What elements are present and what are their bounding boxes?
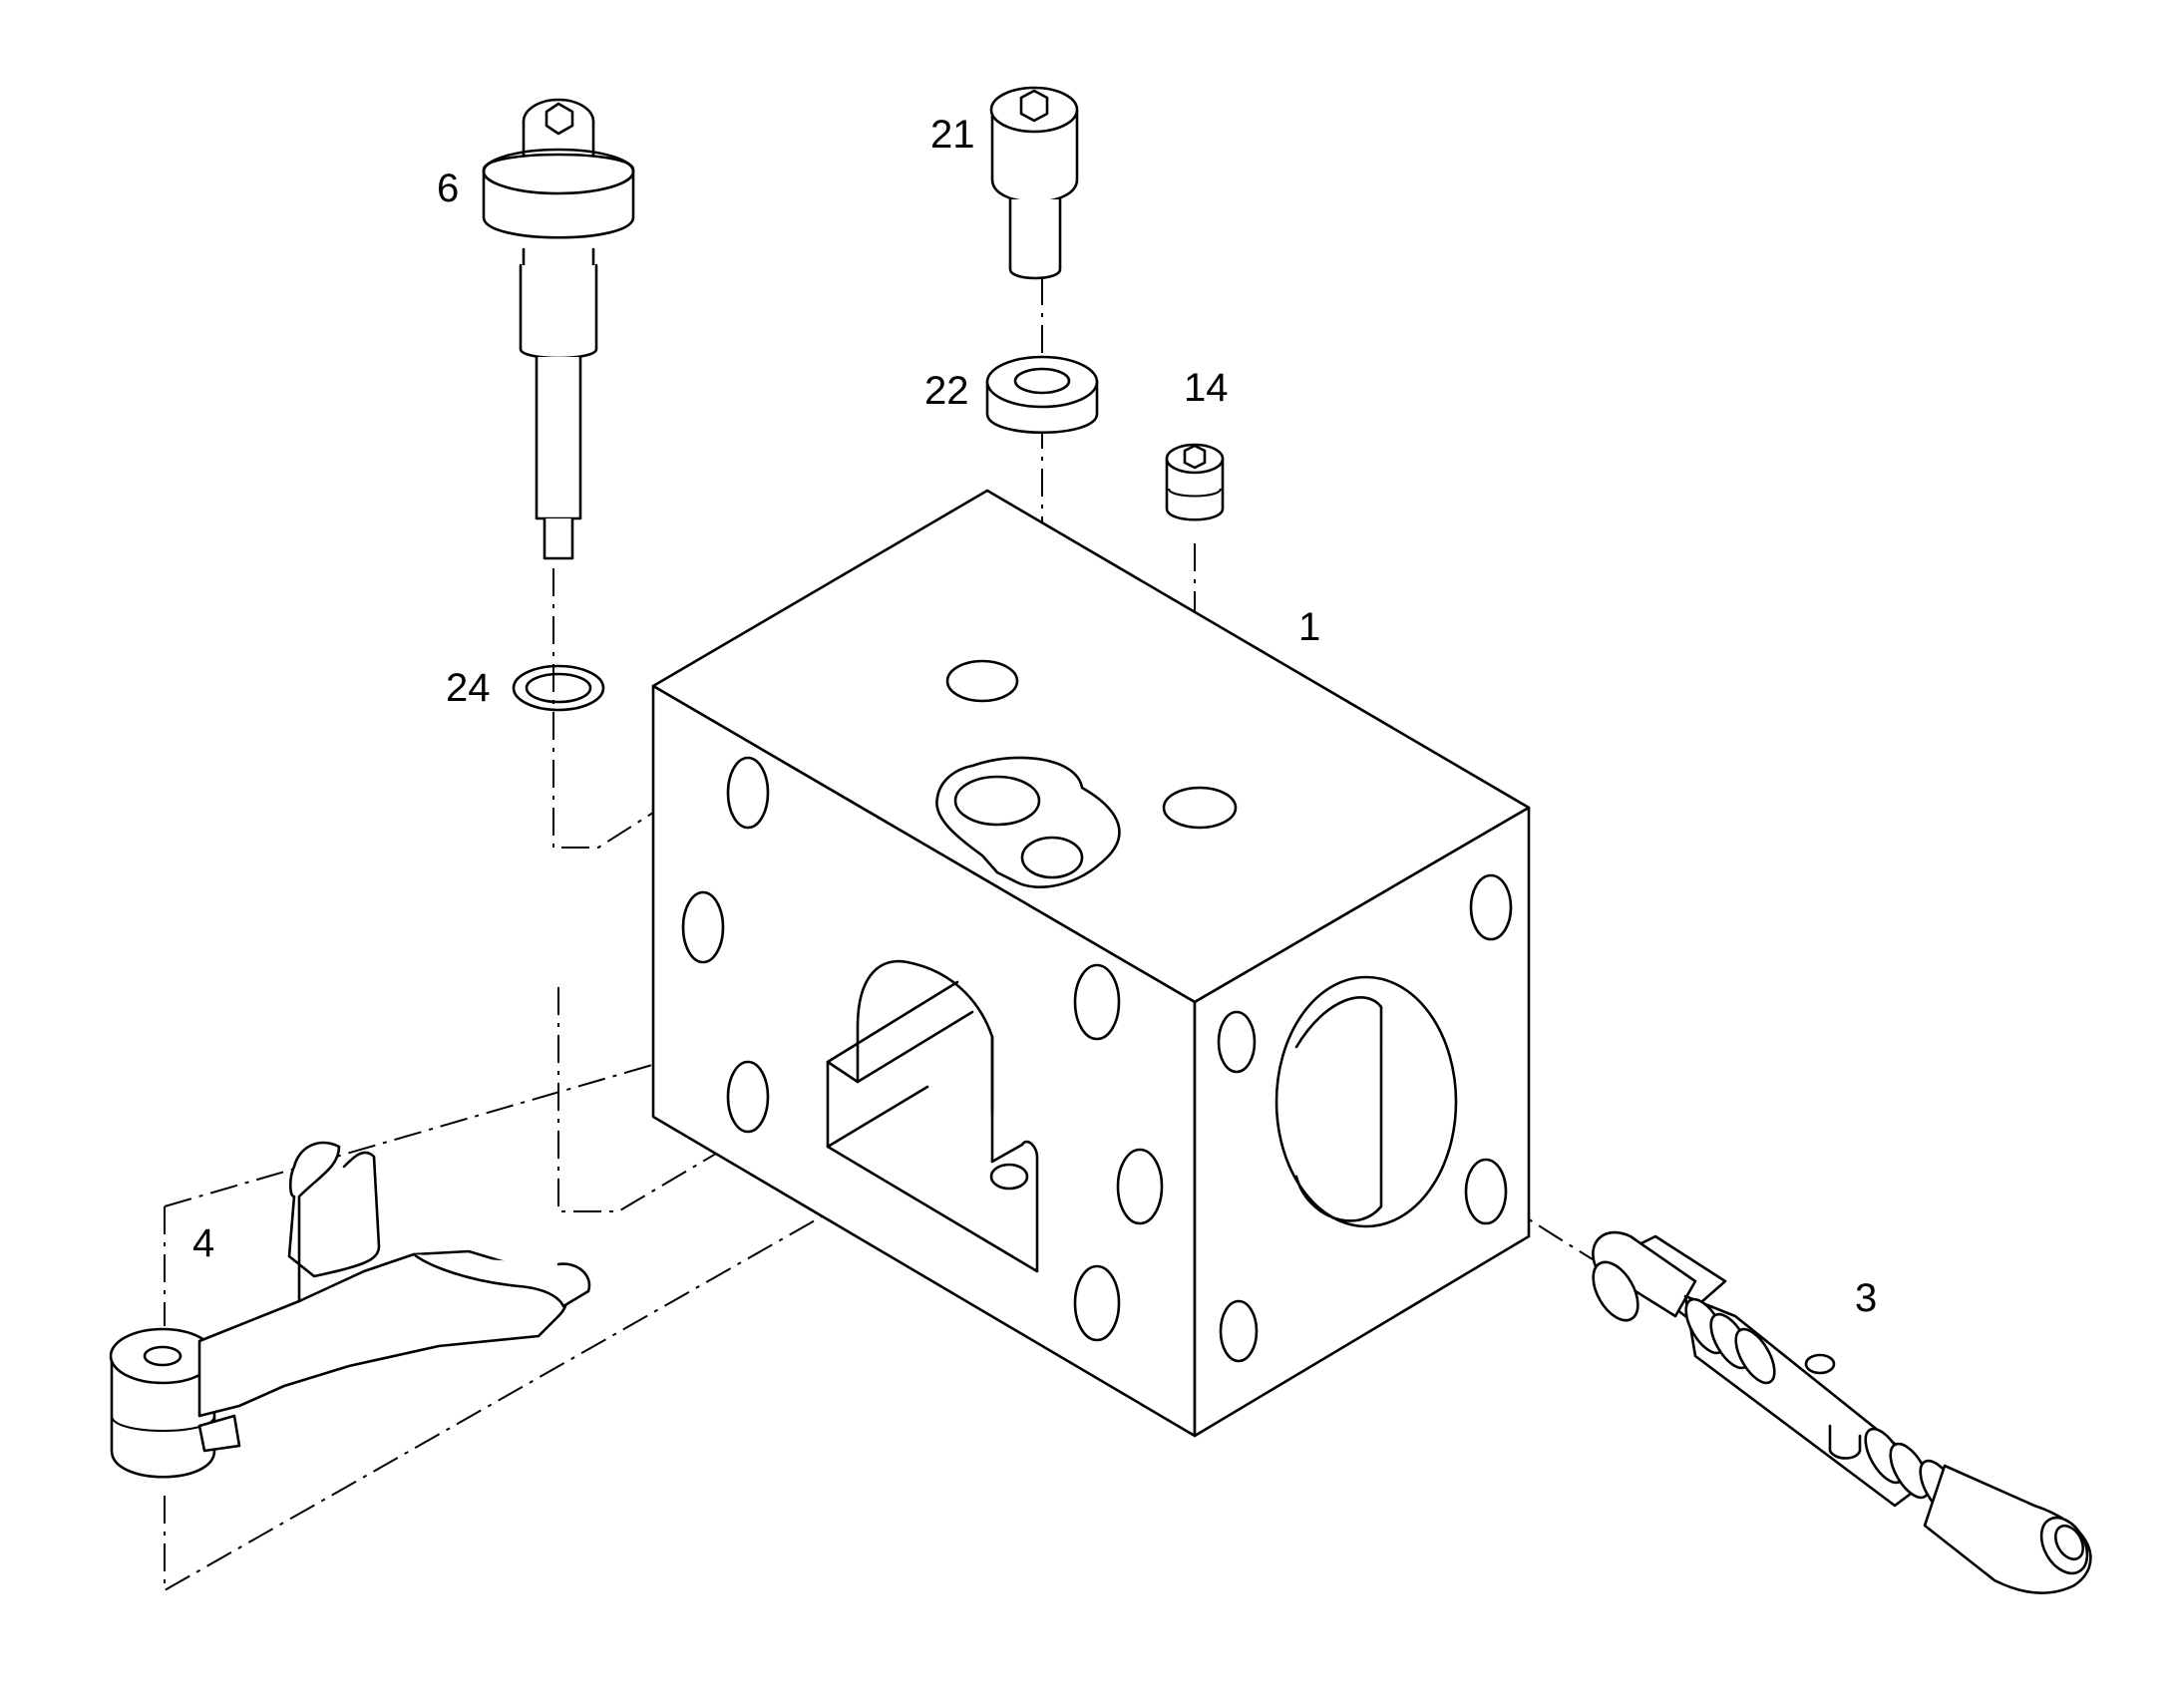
valve-block-body — [651, 489, 1531, 1438]
o-ring-24 — [512, 664, 605, 712]
callout-4: 4 — [192, 1221, 214, 1265]
shift-fork-4 — [109, 1141, 591, 1479]
callout-24: 24 — [446, 666, 491, 710]
callout-labels: 1 3 4 6 14 21 22 24 — [192, 113, 1877, 1320]
callout-22: 22 — [924, 369, 969, 413]
spool-valve-3 — [1592, 1230, 2092, 1594]
callout-3: 3 — [1855, 1276, 1877, 1320]
cap-screw-21 — [989, 86, 1079, 280]
callout-1: 1 — [1298, 605, 1320, 649]
callout-6: 6 — [437, 167, 459, 210]
callout-21: 21 — [930, 113, 975, 157]
callout-14: 14 — [1184, 366, 1229, 410]
long-bolt-6 — [482, 98, 635, 560]
plug-14 — [1165, 443, 1225, 521]
washer-22 — [985, 355, 1099, 434]
